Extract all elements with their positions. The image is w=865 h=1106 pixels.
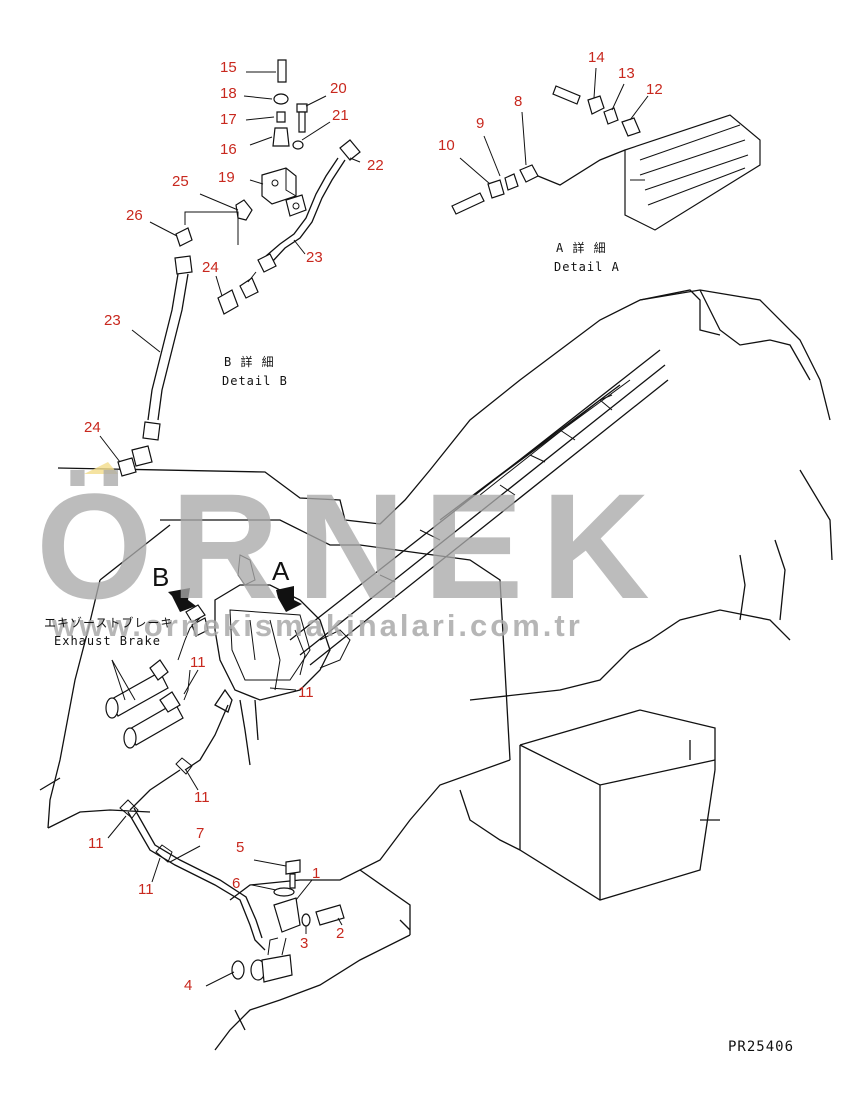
callout-17: 17 <box>220 111 237 128</box>
callout-14: 14 <box>588 49 605 66</box>
callout-23-upper: 23 <box>306 249 323 266</box>
callout-2: 2 <box>336 925 344 942</box>
callout-24-upper: 24 <box>202 259 219 276</box>
labels: A 詳 細 Detail A B 詳 細 Detail B エキゾーストブレーキ… <box>44 240 794 1055</box>
callout-numbers: 15 18 17 16 20 21 22 19 25 26 24 23 23 2… <box>84 49 663 994</box>
callout-6: 6 <box>232 875 240 892</box>
view-arrow-a: A <box>272 556 302 612</box>
view-letter-b: B <box>152 562 169 592</box>
watermark-brand: ÖRNEK <box>36 462 668 630</box>
exhaust-brake-jp: エキゾーストブレーキ <box>44 615 173 630</box>
callout-5: 5 <box>236 839 244 856</box>
callout-11-c: 11 <box>194 789 210 806</box>
view-letter-a: A <box>272 556 290 586</box>
detail-b-jp: B 詳 細 <box>224 354 275 369</box>
detail-b-en: Detail B <box>222 374 288 388</box>
arrow-b-icon <box>168 588 196 612</box>
callout-11-b: 11 <box>298 684 314 701</box>
callout-4: 4 <box>184 977 192 994</box>
callout-22: 22 <box>367 157 384 174</box>
callout-11-a: 11 <box>190 654 206 671</box>
callout-1: 1 <box>312 865 320 882</box>
callout-8: 8 <box>514 93 522 110</box>
callout-15: 15 <box>220 59 237 76</box>
callout-11-e: 11 <box>138 881 154 898</box>
detail-b-assembly <box>117 59 361 477</box>
detail-a-en: Detail A <box>554 260 620 274</box>
callout-10: 10 <box>438 137 455 154</box>
callout-9: 9 <box>476 115 484 132</box>
callout-12: 12 <box>646 81 663 98</box>
watermark: ÖRNEK www.ornekismakinalari.com.tr <box>36 462 668 643</box>
callout-7: 7 <box>196 825 204 842</box>
drawing-code: PR25406 <box>728 1039 794 1055</box>
arrow-a-icon <box>276 586 302 612</box>
view-arrow-b: B <box>152 562 196 612</box>
callout-25: 25 <box>172 173 189 190</box>
detail-a-jp: A 詳 細 <box>556 240 607 255</box>
callout-21: 21 <box>332 107 349 124</box>
callout-11-d: 11 <box>88 835 104 852</box>
callout-13: 13 <box>618 65 635 82</box>
callout-26: 26 <box>126 207 143 224</box>
callout-20: 20 <box>330 80 347 97</box>
machine-body <box>39 289 833 1051</box>
callout-16: 16 <box>220 141 237 158</box>
callout-24-lower: 24 <box>84 419 101 436</box>
callout-23-lower: 23 <box>104 312 121 329</box>
callout-3: 3 <box>300 935 308 952</box>
callout-18: 18 <box>220 85 237 102</box>
exhaust-brake-en: Exhaust Brake <box>54 634 161 648</box>
callout-19: 19 <box>218 169 235 186</box>
watermark-accent <box>84 462 118 474</box>
callout-leaders <box>99 67 649 987</box>
detail-a-assembly <box>451 85 761 231</box>
watermark-url: www.ornekismakinalari.com.tr <box>51 608 583 643</box>
